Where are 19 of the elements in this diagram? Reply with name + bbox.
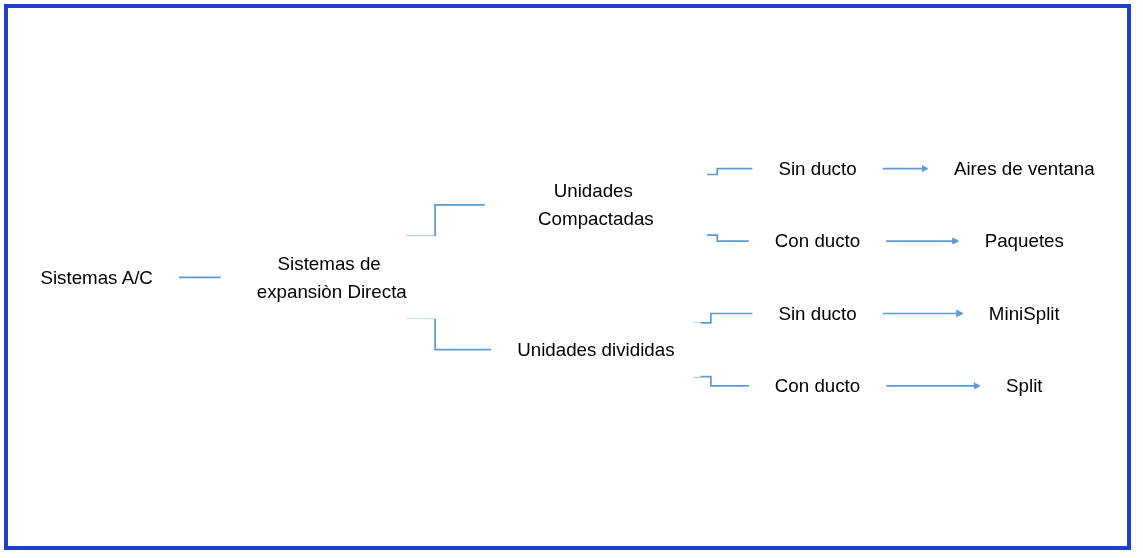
arrow xyxy=(884,381,981,390)
arrow xyxy=(884,237,960,245)
connector xyxy=(177,276,222,278)
node-text: Split xyxy=(1006,374,1043,397)
node-text: Unidades Compactadas xyxy=(538,179,654,230)
node-text: Con ducto xyxy=(774,230,861,252)
node-text: MiniSplit xyxy=(988,302,1060,324)
arrow xyxy=(881,164,929,173)
connector xyxy=(705,167,754,176)
page-border: Sistemas A/C Sistemas de expansiòn Directa Unidades Compactadas Unidades divididas Sin ducto Con ducto Sin ducto Con ducto Aires de ventana Paquetes MiniSplit Split xyxy=(4,4,1131,550)
node-text: Aires de ventana xyxy=(953,157,1095,180)
node-text: Con ducto xyxy=(774,374,861,397)
node-text: Sistemas A/C xyxy=(40,266,153,288)
node-text: Unidades divididas xyxy=(517,338,675,361)
connector xyxy=(705,234,751,242)
node-text: Paquetes xyxy=(984,230,1064,252)
arrow xyxy=(881,309,964,317)
node-text: Sin ducto xyxy=(778,157,857,180)
node-text: Sin ducto xyxy=(778,302,857,324)
